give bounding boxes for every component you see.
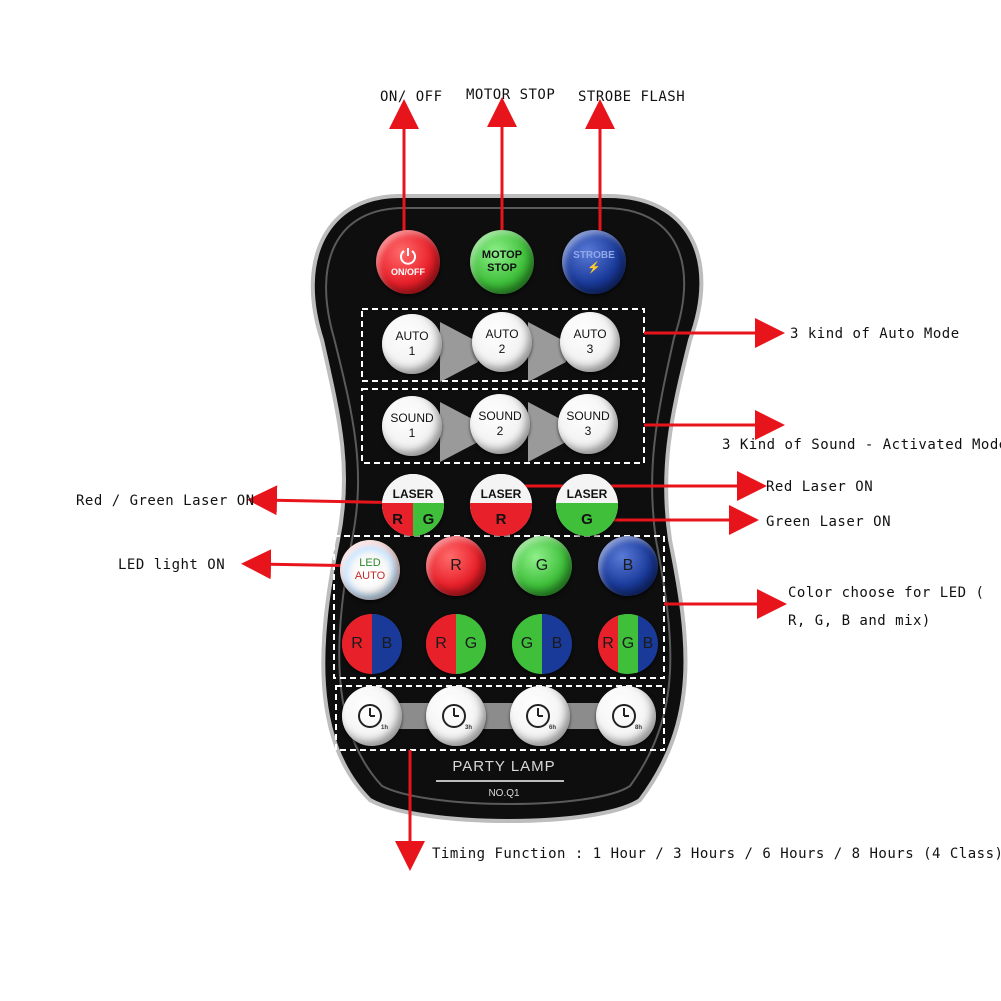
auto-2-line1: AUTO [485,327,519,341]
sound-1-button[interactable]: SOUND 1 [382,396,442,456]
timer-1h-button[interactable]: 1h [342,686,402,746]
label-color-choose-2: R, G, B and mix) [788,613,931,629]
timer-group-box [335,685,665,751]
motor-stop-line2: STOP [487,262,517,274]
led-red-green-button[interactable]: R G [426,614,486,674]
auto-3-line2: 3 [586,342,594,356]
led-rgb-g: G [618,614,638,674]
timer-3h-label: 3h [465,725,472,731]
green-laser-button[interactable]: LASER G [556,474,618,536]
led-blue-button[interactable]: B [598,536,658,596]
led-red-label: R [450,557,462,574]
auto-2-line2: 2 [498,342,506,356]
led-auto-button[interactable]: LED AUTO [340,540,400,600]
sound-3-line1: SOUND [566,409,610,423]
remote-inner-bezel [325,207,686,805]
clock-icon: 3h [442,704,472,731]
sound-1-line1: SOUND [390,411,434,425]
sound-2-button[interactable]: SOUND 2 [470,394,530,454]
led-green-blue-button[interactable]: G B [512,614,572,674]
label-auto-mode: 3 kind of Auto Mode [790,326,960,342]
led-rgb-r: R [598,614,618,674]
strobe-label: STROBE [573,250,615,261]
led-red-button[interactable]: R [426,536,486,596]
label-motor-stop: MOTOR STOP [466,87,556,103]
label-sound-mode: 3 Kind of Sound - Activated Mode [722,437,1001,453]
model-number: NO.Q1 [488,788,520,799]
auto-1-button[interactable]: AUTO 1 [382,314,442,374]
auto-1-line1: AUTO [395,329,429,343]
timer-1h-label: 1h [381,725,388,731]
led-rgb-b: B [638,614,658,674]
auto-3-line1: AUTO [573,327,607,341]
led-blue-label: B [622,557,634,574]
strobe-button[interactable]: STROBE ⚡ [562,230,626,294]
led-auto-line1: LED [359,557,381,569]
brand-name: PARTY LAMP [452,758,556,775]
led-red-blue-button[interactable]: R B [342,614,402,674]
auto-connector-right [528,322,566,382]
led-auto-line2: AUTO [354,570,386,582]
clock-icon: 1h [358,704,388,731]
power-button[interactable]: ON/OFF [376,230,440,294]
auto-1-line2: 1 [408,344,416,358]
label-led-light: LED light ON [118,557,226,573]
sound-connector-left [440,402,478,462]
red-green-laser-button[interactable]: LASER R G [382,474,444,536]
timer-8h-label: 8h [635,725,642,731]
timer-6h-label: 6h [549,725,556,731]
color-group-box [333,535,665,679]
sound-2-line1: SOUND [478,409,522,423]
sound-3-line2: 3 [584,424,592,438]
power-button-label: ON/OFF [391,266,425,277]
clock-icon: 8h [612,704,642,731]
led-green-label: G [535,557,549,574]
label-on-off: ON/ OFF [380,89,443,105]
led-green-button[interactable]: G [512,536,572,596]
timer-3h-button[interactable]: 3h [426,686,486,746]
timer-8h-button[interactable]: 8h [596,686,656,746]
power-icon [400,247,416,265]
motor-stop-button[interactable]: MOTOP STOP [470,230,534,294]
label-red-laser: Red Laser ON [766,479,874,495]
timer-6h-button[interactable]: 6h [510,686,570,746]
label-timing: Timing Function : 1 Hour / 3 Hours / 6 H… [432,846,1001,862]
auto-2-button[interactable]: AUTO 2 [472,312,532,372]
auto-connector-left [440,322,478,382]
label-green-laser: Green Laser ON [766,514,892,530]
auto-3-button[interactable]: AUTO 3 [560,312,620,372]
sound-2-line2: 2 [496,424,504,438]
sound-1-line2: 1 [408,426,416,440]
brand-divider [436,780,564,782]
auto-group-box [361,308,645,382]
label-red-green-laser: Red / Green Laser ON [76,493,255,509]
clock-icon: 6h [526,704,556,731]
sound-3-button[interactable]: SOUND 3 [558,394,618,454]
label-color-choose-1: Color choose for LED ( [788,585,985,601]
red-laser-button[interactable]: LASER R [470,474,532,536]
led-rgb-mix-button[interactable]: R G B [598,614,658,674]
label-strobe-flash: STROBE FLASH [578,89,686,105]
sound-group-box [361,388,645,464]
bolt-icon: ⚡ [587,262,601,274]
sound-connector-right [528,402,566,462]
motor-stop-line1: MOTOP [481,249,523,261]
